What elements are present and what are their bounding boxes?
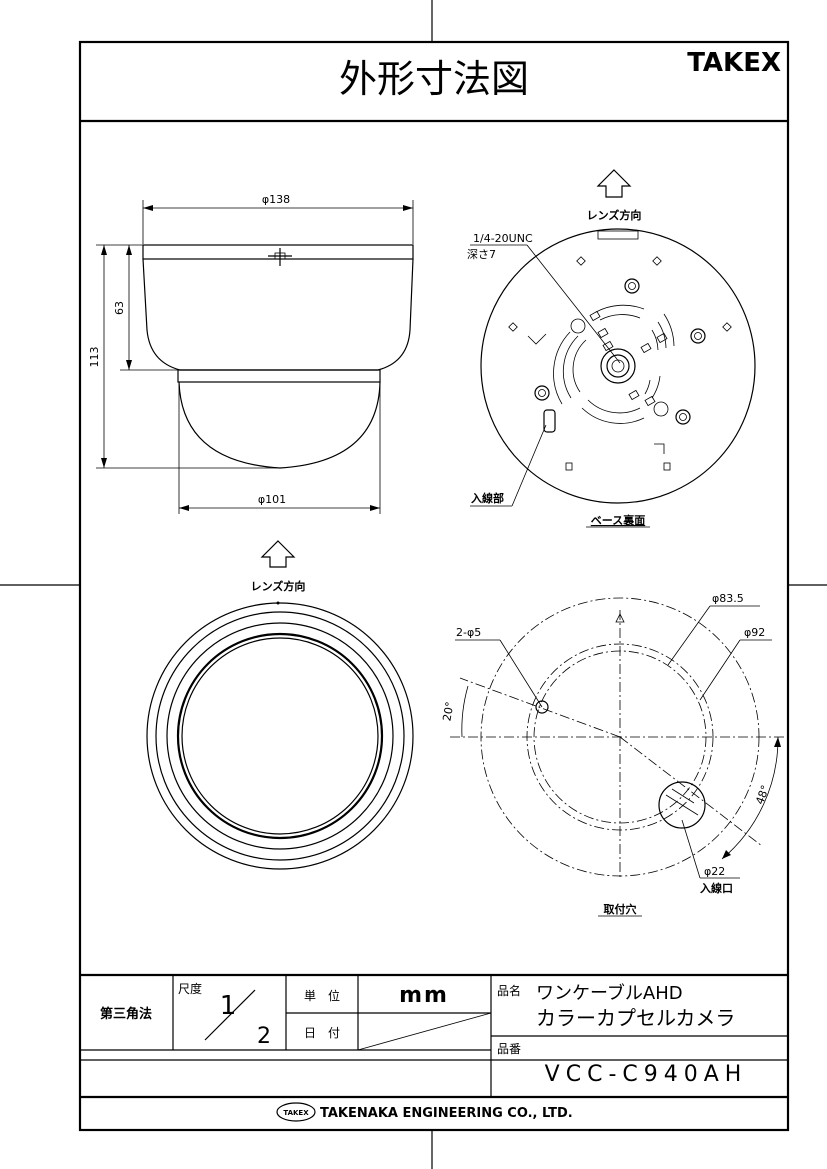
angle-48: 48° [753,783,772,806]
thread-depth: 深さ7 [467,248,496,261]
base-caption: ベース裏面 [591,513,645,527]
base-view: レンズ方向 [467,169,756,528]
brand-logo: TAKEX [687,48,781,78]
unit-value: mm [399,983,449,1008]
arrow-up-icon [596,169,632,198]
angle-20: 20° [440,701,456,722]
mount-caption: 取付穴 [604,902,637,916]
scale-denominator: 2 [257,1024,271,1049]
date-label: 日 付 [304,1026,340,1040]
dim-pcd-83: φ83.5 [712,592,744,605]
dim-top-diameter: φ138 [262,193,290,206]
front-lens-direction: レンズ方向 [251,579,306,593]
company-logo-mark [276,1102,316,1122]
dim-bottom-diameter: φ101 [258,493,286,506]
arrow-up-icon [260,540,296,568]
model-label: 品番 [497,1042,521,1056]
unit-label: 単 位 [304,988,340,1003]
side-view: φ138 113 63 φ101 [88,193,414,514]
cable-entry-label: 入線部 [471,491,504,505]
mount-view: 2-φ5 φ83.5 φ92 φ22 入線口 20° 48° 取付穴 [440,592,785,917]
model-number: VCC-C940AH [545,1062,748,1087]
entry-label: 入線口 [700,881,733,895]
scale-numerator: 1 [220,991,237,1021]
product-label: 品名 [497,983,521,998]
dim-total-height: 113 [88,347,101,368]
company-name: TAKENAKA ENGINEERING CO., LTD. [320,1106,573,1121]
scale-label: 尺度 [178,981,202,996]
dim-body-height: 63 [113,301,126,315]
projection-label: 第三角法 [100,1006,152,1022]
base-lens-direction: レンズ方向 [587,208,642,222]
entry-diameter: φ22 [704,865,725,878]
page-title: 外形寸法図 [339,57,529,101]
holes-dim: 2-φ5 [456,626,481,639]
dim-pcd-92: φ92 [744,626,765,639]
product-line-1: ワンケーブルAHD [536,982,683,1004]
title-block: 第三角法 尺度 1 2 単 位 mm 日 付 品名 ワンケーブルAHD カラーカ… [80,973,788,1122]
sheet-border [78,40,790,1132]
product-line-2: カラーカプセルカメラ [536,1006,735,1030]
front-view: レンズ方向 [146,540,414,870]
company-logo-text: TAKEX [283,1109,309,1117]
thread-spec: 1/4-20UNC [473,232,533,245]
